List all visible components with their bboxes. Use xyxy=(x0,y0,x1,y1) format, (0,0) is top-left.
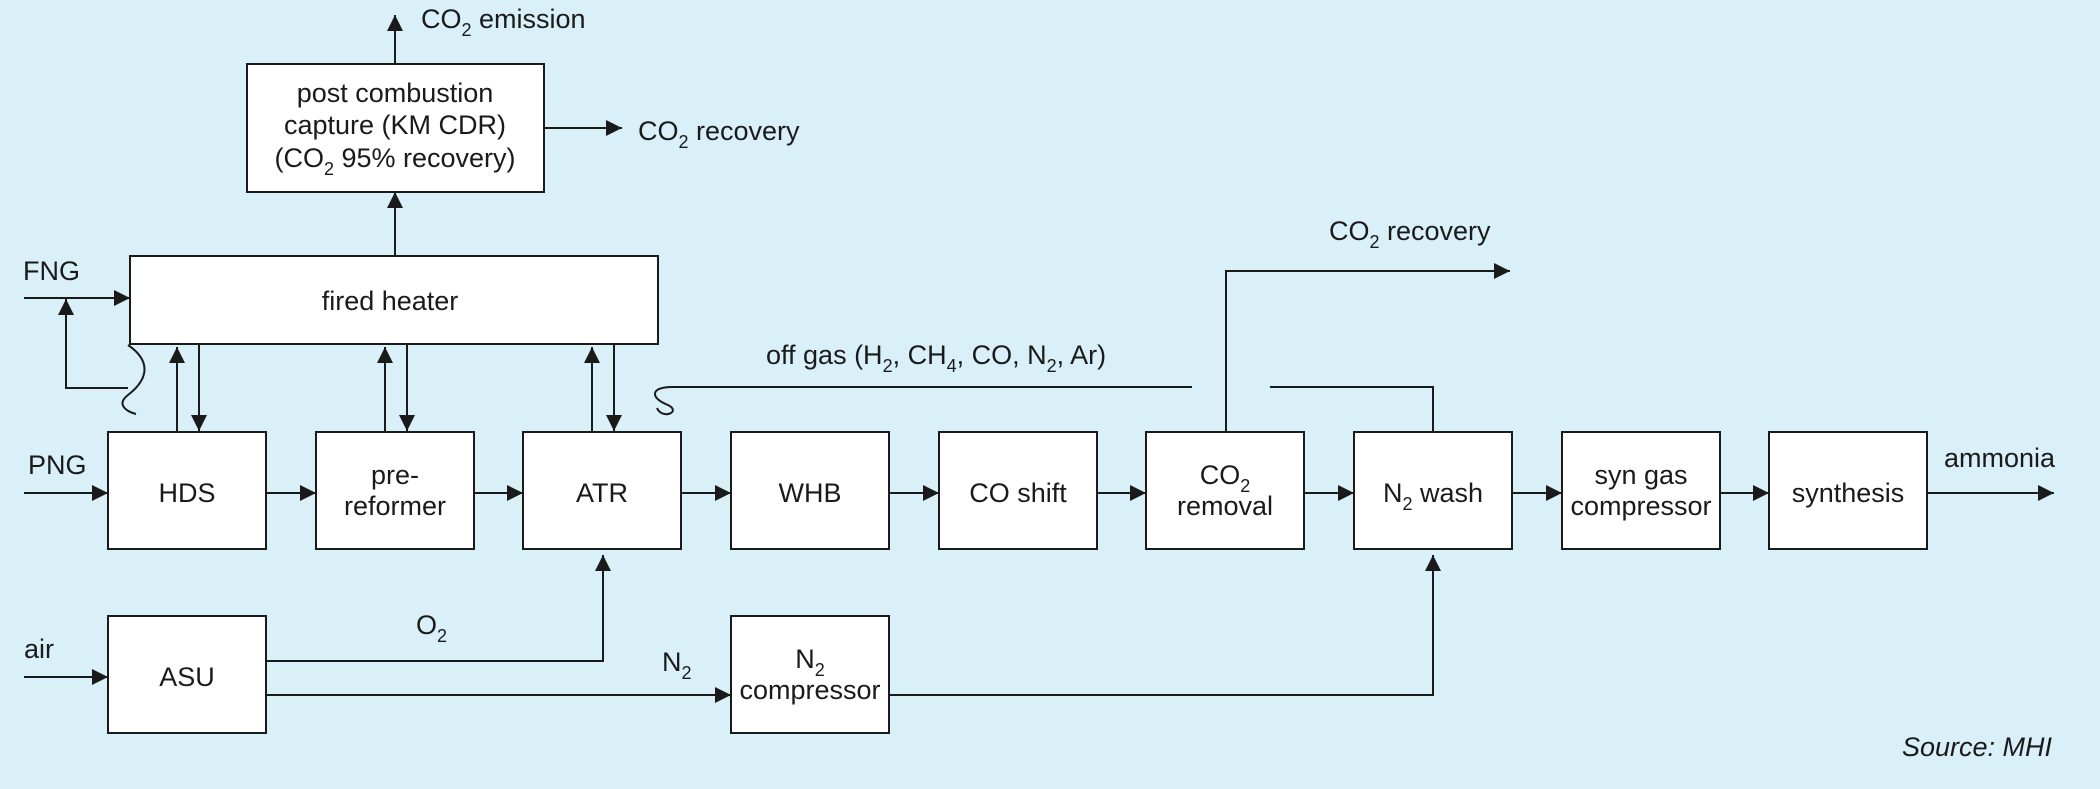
n2-compressor-box: N2 compressor xyxy=(730,615,890,734)
n2-compressor-line2: compressor xyxy=(739,675,880,705)
n2-label: N2 xyxy=(662,647,692,683)
arrow-asu-o2-to-atr xyxy=(266,555,611,662)
synthesis-box: synthesis xyxy=(1768,431,1928,550)
hds-box: HDS xyxy=(107,431,267,550)
post-combustion-line1: post combustion xyxy=(297,78,494,108)
atr-box: ATR xyxy=(522,431,682,550)
arrow-co2-removal-to-recovery xyxy=(1225,263,1510,432)
fired-heater-box: fired heater xyxy=(129,255,659,345)
source-credit: Source: MHI xyxy=(1902,732,2053,762)
co-shift-label: CO shift xyxy=(969,478,1067,508)
co2-removal-box: CO2 removal xyxy=(1145,431,1305,550)
whb-box: WHB xyxy=(730,431,890,550)
synthesis-label: synthesis xyxy=(1792,478,1905,508)
wavy-break-left xyxy=(121,344,146,415)
co2-emission-label: CO2 emission xyxy=(421,4,586,40)
arrow-n2compressor-to-n2wash xyxy=(889,555,1441,696)
off-gas-line xyxy=(654,386,1192,416)
co-shift-box: CO shift xyxy=(938,431,1098,550)
o2-label: O2 xyxy=(416,610,447,646)
co2-removal-line2: removal xyxy=(1177,491,1273,521)
pre-reformer-box: pre- reformer xyxy=(315,431,475,550)
asu-box: ASU xyxy=(107,615,267,734)
png-label: PNG xyxy=(28,450,87,480)
post-combustion-capture-box: post combustion capture (KM CDR) (CO2 95… xyxy=(246,63,545,193)
pre-reformer-line1: pre- xyxy=(371,460,419,490)
air-label: air xyxy=(24,634,54,664)
n2-wash-box: N2 wash xyxy=(1353,431,1513,550)
hds-label: HDS xyxy=(158,478,215,508)
n2-compressor-line1: N2 xyxy=(795,644,825,680)
asu-label: ASU xyxy=(159,662,215,692)
post-combustion-line2: capture (KM CDR) xyxy=(284,110,506,140)
whb-label: WHB xyxy=(779,478,842,508)
off-gas-from-n2-wash xyxy=(1270,386,1434,432)
syn-gas-line2: compressor xyxy=(1570,491,1711,521)
connectors xyxy=(24,15,2054,703)
co2-recovery-top-label: CO2 recovery xyxy=(638,116,800,152)
co2-removal-line1: CO2 xyxy=(1200,460,1251,496)
syn-gas-compressor-box: syn gas compressor xyxy=(1561,431,1721,550)
syn-gas-line1: syn gas xyxy=(1594,460,1687,490)
fng-label: FNG xyxy=(23,256,80,286)
ammonia-label: ammonia xyxy=(1944,443,2056,473)
post-combustion-line3: (CO2 95% recovery) xyxy=(274,143,515,179)
n2-wash-label: N2 wash xyxy=(1383,478,1483,514)
arrow-recycle-loop-left xyxy=(58,299,128,389)
off-gas-label: off gas (H2, CH4, CO, N2, Ar) xyxy=(766,340,1106,376)
pre-reformer-line2: reformer xyxy=(344,491,446,521)
atr-label: ATR xyxy=(576,478,628,508)
co2-recovery-mid-label: CO2 recovery xyxy=(1329,216,1491,252)
fired-heater-label: fired heater xyxy=(322,286,459,316)
